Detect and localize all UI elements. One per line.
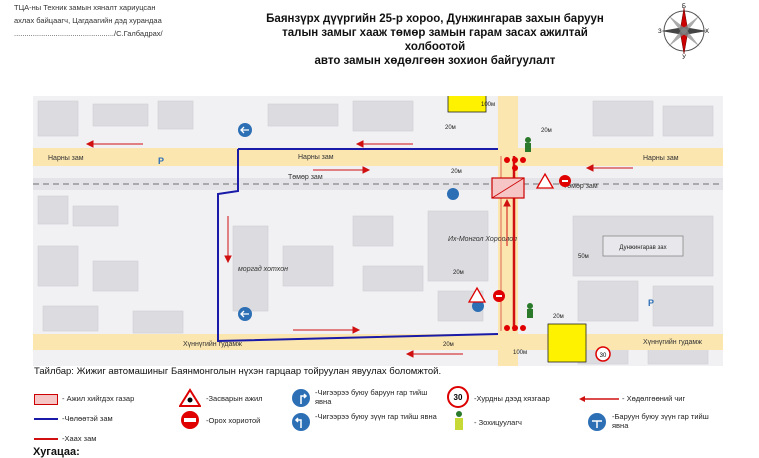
signature-line: ........................................… [14,29,163,38]
legend-controller: - Зохицуулагч [474,418,522,427]
info-board-bottom [547,323,587,363]
compass-e: Х [705,29,709,35]
compass-w: З [658,29,662,35]
speed-limit-sign-icon [595,346,611,362]
narny-road [33,148,723,166]
right-turn-icon [292,389,310,407]
work-zone-swatch [34,394,58,405]
legend: - Ажил хийгдэх газар -Засварын ажил -Чиг… [34,386,724,446]
closure-dots [504,157,526,331]
no-entry-icon [181,411,199,429]
label-bazaar: Дунжингарав зах [619,245,666,251]
traffic-controller-icon [455,411,463,430]
svg-text:100м: 100м [481,102,495,108]
parking-1: P [158,156,164,166]
svg-text:50м: 50м [578,254,589,260]
info-board-top [447,96,487,113]
straight-sign-icon [447,188,459,200]
svg-text:20м: 20м [443,342,454,348]
legend-right-turn: -Чигээрээ буюу баруун гар тийш явна [315,388,428,406]
legend-no-entry: -Орох хориотой [206,416,261,425]
bazaar-box [602,235,684,257]
label-khunnu-1: Хүннүгийн гудамж [183,340,242,348]
left-right-turn-icon [588,413,606,431]
title-line-2: талын замыг хааж төмөр замын гарам засах… [282,27,588,53]
label-rail-2: Төмөр зам [563,183,598,190]
open-road-swatch [34,418,58,420]
legend-speed-value: 30 [454,393,463,402]
compass-icon: Б З Х У [658,4,709,60]
page-title: Баянзүрх дүүргийн 25-р хороо, Дунжингара… [255,12,615,68]
left-turn-icon [292,413,310,431]
label-ikh-mongol: Их-Монгол Хороолол [448,236,517,243]
repair-sign-icon-2 [467,286,487,303]
svg-text:20м: 20м [445,125,456,131]
speed-limit-icon: 30 [447,386,469,408]
label-rail-1: Төмөр зам [288,174,323,181]
open-road-detour [217,149,499,343]
compass-s: У [682,55,686,60]
time-label: Хугацаа: [33,446,80,458]
sign-icons: 30 [238,123,611,362]
right-turn-sign-icon [472,300,484,312]
label-narny-1: Нарны зам [48,155,84,162]
traffic-controller-icons [525,137,533,318]
map-speed-value: 30 [600,353,607,359]
title-line-3: авто замын хөдөлгөөн зохион байгуулалт [314,55,556,67]
label-narny-2: Нарны зам [298,154,334,161]
traffic-map: Дунжингарав зах Нарны зам Нарны зам Нарн… [33,96,723,366]
legend-work-zone: - Ажил хийгдэх газар [62,394,135,403]
compass-n: Б [682,4,686,10]
note-text: Тайлбар: Жижиг автомашиныг Баянмонголын … [34,366,442,377]
svg-text:20м: 20м [553,314,564,320]
legend-repair: -Засварын ажил [206,394,263,403]
legend-left-right: -Баруун буюу зүүн гар тийш явна [612,412,709,430]
label-morgad: моргад хотхон [238,265,288,273]
distance-labels: 100м 20м 20м 20м 20м 20м 20м 100м 50м [443,102,589,356]
label-khunnu-2: Хүннүгийн гудамж [643,338,702,346]
approval-line-1: ТЦА-ны Техник замын хяналт хариуцсан [14,3,156,12]
svg-text:20м: 20м [541,128,552,134]
title-line-1: Баянзүрх дүүргийн 25-р хороо, Дунжингара… [266,13,604,25]
legend-detour: - Хөдөлгөөний чиг [622,394,686,403]
svg-text:20м: 20м [453,270,464,276]
svg-text:100м: 100м [513,350,527,356]
legend-left-turn: -Чигээрээ буюу зүүн гар тийш явна [315,412,437,421]
direction-arrows [85,140,633,358]
repair-work-icon [179,388,201,407]
detour-arrow-icon [579,396,619,402]
legend-speed: -Хурдны дээд хязгаар [474,394,550,403]
legend-closed-road: -Хаах зам [62,434,97,443]
repair-sign-icon [535,172,555,189]
svg-text:20м: 20м [451,169,462,175]
label-narny-3: Нарны зам [643,155,679,162]
building-blocks [37,100,714,365]
parking-2: P [648,298,654,308]
approval-line-2: ахлах байцаагч, Цагдаагийн дэд хурандаа [14,16,162,25]
legend-open-road: -Чөлөөтэй зам [62,414,113,423]
closed-road-swatch [34,438,58,440]
